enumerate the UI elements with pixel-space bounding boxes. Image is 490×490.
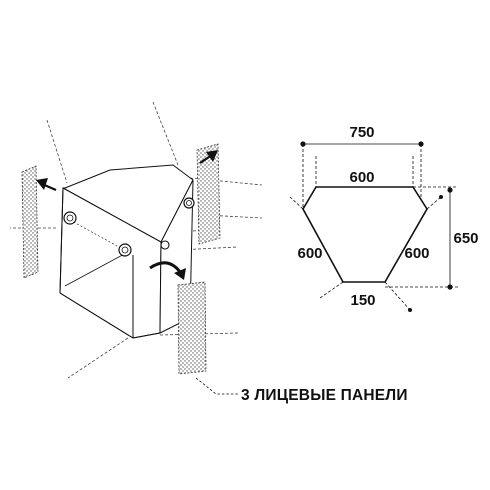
dim-width-overall: 750 [349,124,374,141]
dashed-guide-lines [10,101,263,379]
dimension-lines [289,143,458,311]
cabinet-panel-line [64,251,129,287]
caption-face-panels: 3 ЛИЦЕВЫЕ ПАНЕЛИ [241,387,408,404]
dim-front-edge: 600 [349,169,374,186]
cabinet-3d-illustration [10,101,263,395]
connector-hole [63,211,77,225]
dimension-dots [300,141,453,312]
curved-arrow-icon [149,261,186,280]
connector-hole [160,240,170,250]
plan-outline [302,186,428,283]
cabinet-edge [59,187,64,294]
dim-left-side: 600 [297,245,322,262]
dim-back-edge: 150 [350,292,375,309]
caption-leader-line [195,377,238,395]
plan-view-diagram: 750 600 600 600 150 650 [289,124,479,312]
arrow-icon [199,150,218,164]
cabinet-bottom-edge [132,332,161,339]
connector-hole [118,243,132,257]
face-panel-left [21,165,39,279]
dim-right-side: 600 [404,245,429,262]
cabinet-panel-line [69,219,129,253]
face-panel-right [196,143,221,245]
arrow-icon [36,178,57,192]
dim-depth: 650 [453,230,478,247]
connector-hole [183,197,195,209]
cabinet-bottom-edge [59,292,134,339]
face-panel-front [177,281,207,375]
